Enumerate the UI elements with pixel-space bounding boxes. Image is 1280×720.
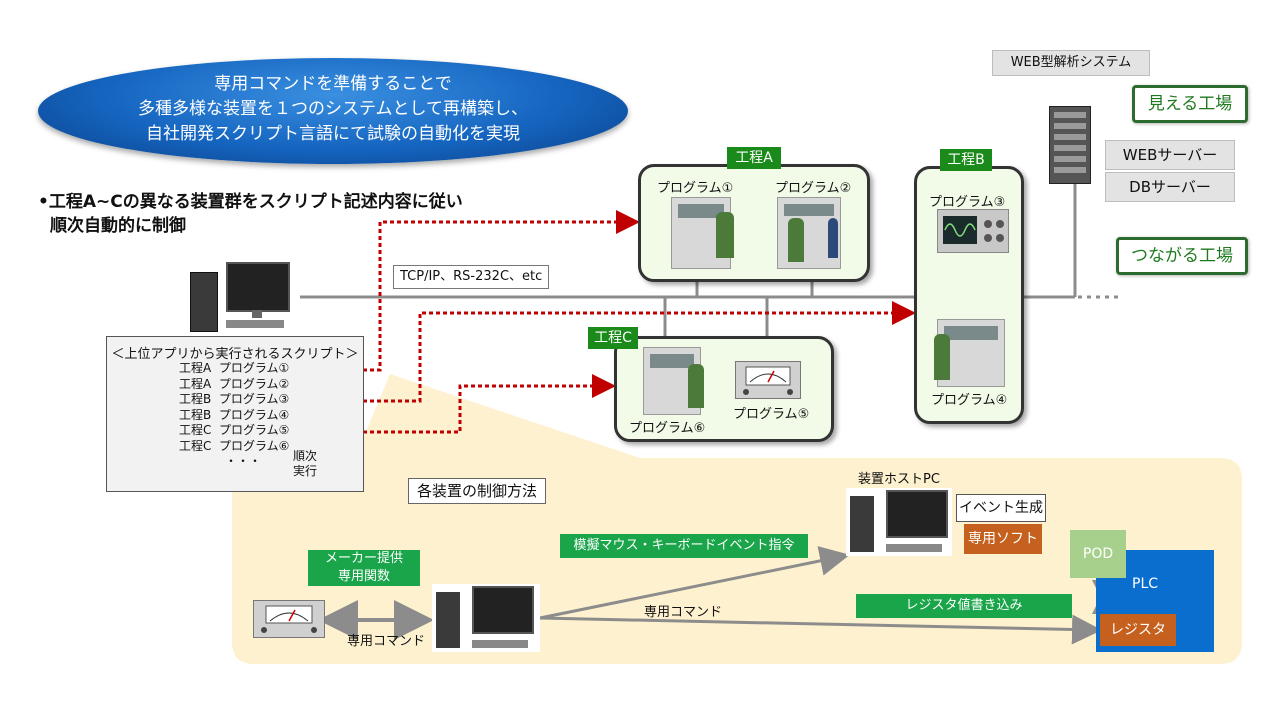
process-a-tag: 工程A [727, 147, 781, 169]
program-4-label: プログラム④ [931, 393, 1008, 408]
control-console-icon [643, 347, 704, 415]
mouse-event-label: 模擬マウス・キーボードイベント指令 [560, 534, 808, 558]
bullet-marker: • [38, 192, 49, 212]
web-system-label: WEB型解析システム [992, 50, 1150, 76]
control-panel-icon [777, 197, 841, 269]
script-row: 工程B プログラム④ [179, 407, 290, 422]
host-pc-icon [846, 488, 952, 556]
script-row: 工程A プログラム① [179, 361, 290, 375]
process-b-box: プログラム③ プログラム④ [914, 166, 1024, 424]
script-row: 工程B プログラム③ [179, 392, 290, 406]
process-b-tag: 工程B [940, 149, 992, 171]
bullet-line-2: 順次自動的に制御 [50, 216, 186, 236]
control-pc-icon [432, 584, 540, 652]
program-5-label: プログラム⑤ [733, 407, 810, 422]
process-a-box: プログラム① プログラム② [638, 164, 870, 282]
dedicated-software-label: 専用ソフト [964, 524, 1042, 554]
bullet-line-1: 工程A~Cの異なる装置群をスクリプト記述内容に従い [48, 192, 463, 212]
db-server-label: DBサーバー [1105, 172, 1235, 202]
sequence-label-1: 順次 [293, 449, 318, 463]
maker-function-label: メーカー提供専用関数 [308, 550, 420, 586]
headline-line-2: 多種多様な装置を１つのシステムとして再構築し、 [138, 99, 528, 119]
oscilloscope-icon [937, 209, 1009, 253]
control-console-icon [671, 197, 734, 269]
control-console-icon [934, 319, 1005, 387]
control-arrow-c [300, 374, 616, 434]
control-arrow-a [300, 210, 640, 372]
process-c-tag: 工程C [588, 327, 638, 349]
register-box: レジスタ [1100, 614, 1176, 646]
program-6-label: プログラム⑥ [629, 421, 706, 436]
sequence-label-2: 実行 [293, 464, 318, 478]
script-row: 工程C プログラム⑥ [179, 438, 290, 453]
headline-line-1: 専用コマンドを準備することで [214, 74, 452, 94]
network-protocol-label: TCP/IP、RS-232C、etc [393, 265, 550, 289]
method-title: 各装置の制御方法 [408, 478, 547, 504]
mieru-kojo-badge: 見える工場 [1132, 85, 1248, 123]
dedicated-command-label-mid: 専用コマンド [644, 605, 723, 620]
script-row: 工程C プログラム⑤ [179, 423, 290, 437]
script-ellipsis: ・・・ [225, 454, 262, 468]
server-icon [1049, 106, 1091, 184]
main-pc-icon [190, 262, 300, 332]
pc-to-host-arrow [539, 546, 850, 620]
event-generation-label: イベント生成 [956, 494, 1046, 522]
web-server-label: WEBサーバー [1105, 140, 1235, 170]
bullet-text: •工程A~Cの異なる装置群をスクリプト記述内容に従い 順次自動的に制御 [38, 190, 463, 238]
headline-ellipse: 専用コマンドを準備することで 多種多様な装置を１つのシステムとして再構築し、 自… [38, 58, 628, 164]
pc-to-register-arrow [539, 614, 1102, 645]
headline-line-3: 自社開発スクリプト言語にて試験の自動化を実現 [146, 124, 520, 144]
script-title: ＜上位アプリから実行されるスクリプト＞ [111, 347, 359, 362]
script-row: 工程A プログラム② [179, 376, 290, 391]
host-pc-label: 装置ホストPC [858, 472, 940, 487]
meter-icon [735, 361, 801, 399]
script-document: ＜上位アプリから実行されるスクリプト＞ 工程A プログラム① 工程A プログラム… [106, 336, 364, 492]
meter-icon [253, 600, 325, 638]
method-callout [355, 374, 640, 458]
register-write-label: レジスタ値書き込み [856, 594, 1072, 618]
plc-label: PLC [1132, 576, 1159, 592]
pod-box: POD [1070, 530, 1126, 578]
dedicated-command-label-left: 専用コマンド [347, 634, 426, 649]
program-1-label: プログラム① [657, 181, 734, 196]
process-c-box: プログラム⑥ プログラム⑤ [614, 336, 834, 442]
program-3-label: プログラム③ [929, 195, 1006, 210]
tsunagaru-kojo-badge: つながる工場 [1116, 237, 1248, 275]
program-2-label: プログラム② [775, 181, 852, 196]
